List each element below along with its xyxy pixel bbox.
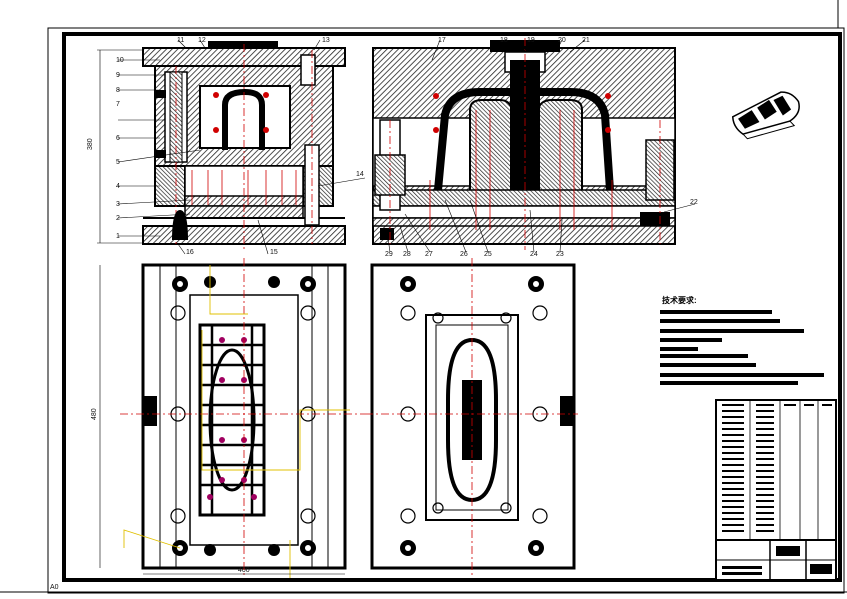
callout-5: 5 [116,159,120,166]
callout-13: 13 [322,37,330,44]
section-view-left: 380 [87,41,346,250]
dimension-label: 400 [238,567,250,574]
plan-view-fixed-half [365,258,578,575]
sheet-number: A0 [50,584,59,591]
callout-22: 22 [690,199,698,206]
notes-title: 技术要求: [662,295,697,305]
callout-10: 10 [116,57,124,64]
callout-20: 20 [558,37,566,44]
plan-view-moving-half: 480 400 [91,258,365,578]
callout-14: 14 [356,171,364,178]
callout-1: 1 [116,233,120,240]
callout-19: 19 [527,37,535,44]
callout-23: 23 [556,251,564,258]
callout-7: 7 [116,101,120,108]
callout-21: 21 [582,37,590,44]
callout-29: 29 [385,251,393,258]
callout-4: 4 [116,183,120,190]
callout-28: 28 [403,251,411,258]
callout-16: 16 [186,249,194,256]
callout-17: 17 [438,37,446,44]
title-block [715,399,837,581]
technical-requirements: 技术要求: [660,295,824,385]
callouts-left-view [117,39,366,255]
outer-frame [47,27,845,594]
dimension-label: 380 [87,138,94,150]
callout-9: 9 [116,72,120,79]
callout-11: 11 [177,37,184,44]
callout-18: 18 [500,37,508,44]
callout-24: 24 [530,251,538,258]
section-view-right [372,38,676,250]
callout-15: 15 [270,249,278,256]
dimension-label: 480 [91,408,98,420]
callout-3: 3 [116,201,120,208]
callouts-right-view [387,39,696,253]
callout-26: 26 [460,251,468,258]
callout-2: 2 [116,215,120,222]
product-isometric-sketch [731,91,800,140]
inner-frame [62,32,842,582]
callout-12: 12 [198,37,206,44]
callout-6: 6 [116,135,120,142]
callout-25: 25 [484,251,492,258]
callout-27: 27 [425,251,433,258]
callout-8: 8 [116,87,120,94]
